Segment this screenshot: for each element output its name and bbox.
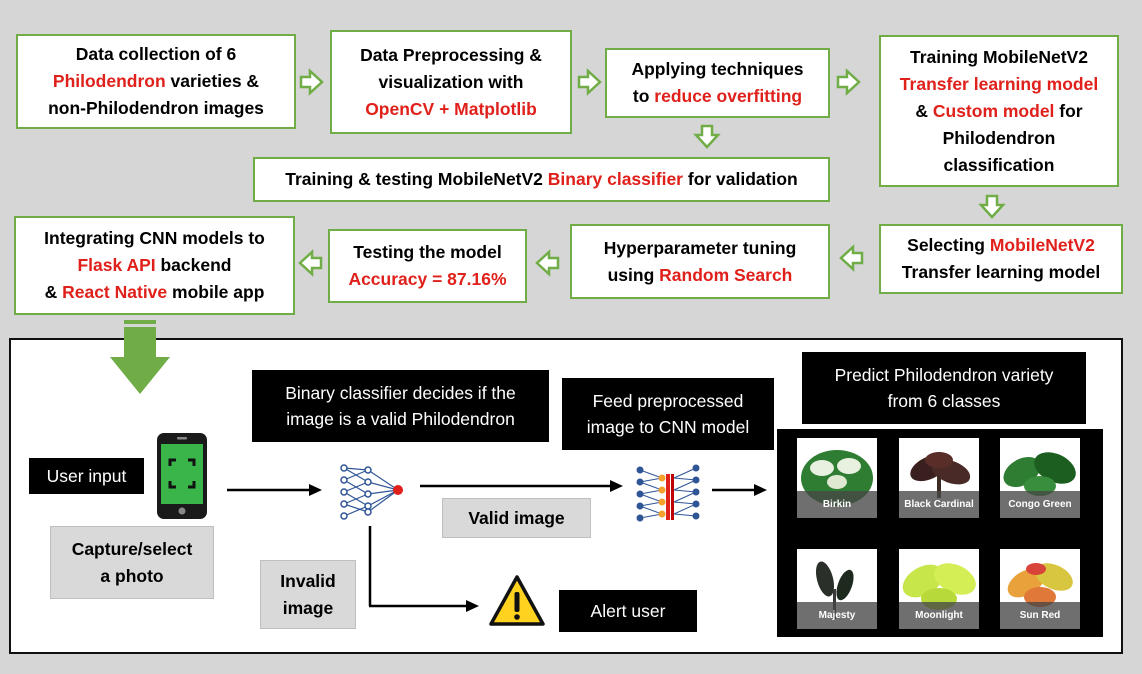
text: Transfer learning model	[901, 262, 1101, 282]
warning-icon	[489, 575, 545, 626]
highlight: Accuracy = 87.16%	[348, 269, 507, 289]
text: varieties &	[165, 71, 260, 91]
flow-arrows	[298, 68, 1006, 277]
arrow-left-2	[535, 249, 560, 277]
text: to	[632, 86, 655, 106]
text: mobile app	[167, 282, 265, 302]
step-selecting-model: Selecting MobileNetV2 Transfer learning …	[879, 224, 1123, 294]
capture-photo-step: Capture/select a photo	[50, 526, 214, 599]
step-preprocessing: Data Preprocessing & visualization with …	[330, 30, 572, 134]
class-image-grid: Birkin Black Cardinal Congo Green	[777, 429, 1103, 637]
invalid-image-label: Invalid image	[260, 560, 356, 629]
highlight: OpenCV + Matplotlib	[365, 98, 537, 119]
step-training-mobilenet: Training MobileNetV2 Transfer learning m…	[879, 35, 1119, 187]
text: Training & testing MobileNetV2	[285, 169, 548, 189]
text: Philodendron	[942, 127, 1056, 148]
arrow-right-2	[577, 68, 602, 96]
binary-classifier-note: Binary classifier decides if the image i…	[252, 370, 549, 442]
arrow-invalid-path	[368, 526, 479, 612]
text: Data Preprocessing &	[360, 44, 542, 65]
class-black-cardinal: Black Cardinal	[899, 438, 979, 518]
arrow-left-3	[298, 249, 323, 277]
step-hyperparameter-tuning: Hyperparameter tuning using Random Searc…	[570, 224, 830, 299]
text: visualization with	[378, 71, 524, 92]
text: Applying techniques	[631, 59, 804, 79]
highlight: Random Search	[659, 264, 793, 285]
arrow-to-cnn	[420, 480, 623, 492]
user-input-label: User input	[29, 458, 144, 494]
class-label: Moonlight	[899, 602, 979, 629]
big-down-arrow	[110, 320, 170, 394]
class-moonlight: Moonlight	[899, 549, 979, 629]
text: using	[607, 264, 660, 285]
class-label: Majesty	[797, 602, 877, 629]
feed-cnn-note: Feed preprocessed image to CNN model	[562, 378, 774, 450]
text: Integrating CNN models to	[44, 228, 265, 248]
text: for	[1054, 100, 1083, 121]
arrow-to-classifier	[227, 484, 322, 496]
highlight: Transfer learning model	[899, 73, 1099, 94]
step-binary-classifier: Training & testing MobileNetV2 Binary cl…	[253, 157, 830, 202]
arrow-down-1	[693, 124, 721, 149]
text: Selecting	[907, 235, 990, 255]
arrow-right-1	[299, 68, 324, 96]
cnn-network-icon	[636, 464, 700, 522]
smartphone-icon	[157, 433, 207, 519]
class-label: Sun Red	[1000, 602, 1080, 629]
alert-user-label: Alert user	[559, 590, 697, 632]
step-integrating-models: Integrating CNN models to Flask API back…	[14, 216, 295, 315]
arrow-right-3	[836, 68, 861, 96]
text: non-Philodendron images	[48, 98, 264, 118]
class-birkin: Birkin	[797, 438, 877, 518]
highlight: Flask API	[77, 255, 156, 275]
class-majesty: Majesty	[797, 549, 877, 629]
step-reduce-overfitting: Applying techniques to reduce overfittin…	[605, 48, 830, 118]
predict-variety-note: Predict Philodendron variety from 6 clas…	[802, 352, 1086, 424]
arrow-left-1	[839, 244, 864, 272]
black-cardinal-plant-image	[910, 452, 971, 498]
text: classification	[943, 154, 1055, 175]
step-testing-model: Testing the model Accuracy = 87.16%	[328, 229, 527, 303]
text: Hyperparameter tuning	[603, 237, 797, 258]
text: &	[915, 100, 933, 121]
arrow-down-2	[978, 194, 1006, 219]
class-label: Black Cardinal	[899, 491, 979, 518]
highlight: Philodendron	[52, 71, 166, 91]
congo-green-plant-image	[1003, 452, 1076, 496]
class-label: Congo Green	[1000, 491, 1080, 518]
class-congo-green: Congo Green	[1000, 438, 1080, 518]
highlight: MobileNetV2	[989, 235, 1095, 255]
class-sun-red: Sun Red	[1000, 549, 1080, 629]
text: Testing the model	[353, 242, 502, 262]
highlight: Binary classifier	[547, 169, 683, 189]
class-label: Birkin	[797, 491, 877, 518]
text: &	[44, 282, 63, 302]
valid-image-label: Valid image	[442, 498, 591, 538]
arrow-to-prediction	[712, 484, 767, 496]
highlight: Custom model	[932, 100, 1055, 121]
highlight: reduce overfitting	[654, 86, 803, 106]
text: Training MobileNetV2	[910, 46, 1088, 67]
text: backend	[155, 255, 232, 275]
text: for validation	[683, 169, 798, 189]
text: Data collection of 6	[75, 44, 237, 64]
binary-network-icon	[340, 464, 403, 520]
highlight: React Native	[62, 282, 168, 302]
step-data-collection: Data collection of 6 Philodendron variet…	[16, 34, 296, 129]
